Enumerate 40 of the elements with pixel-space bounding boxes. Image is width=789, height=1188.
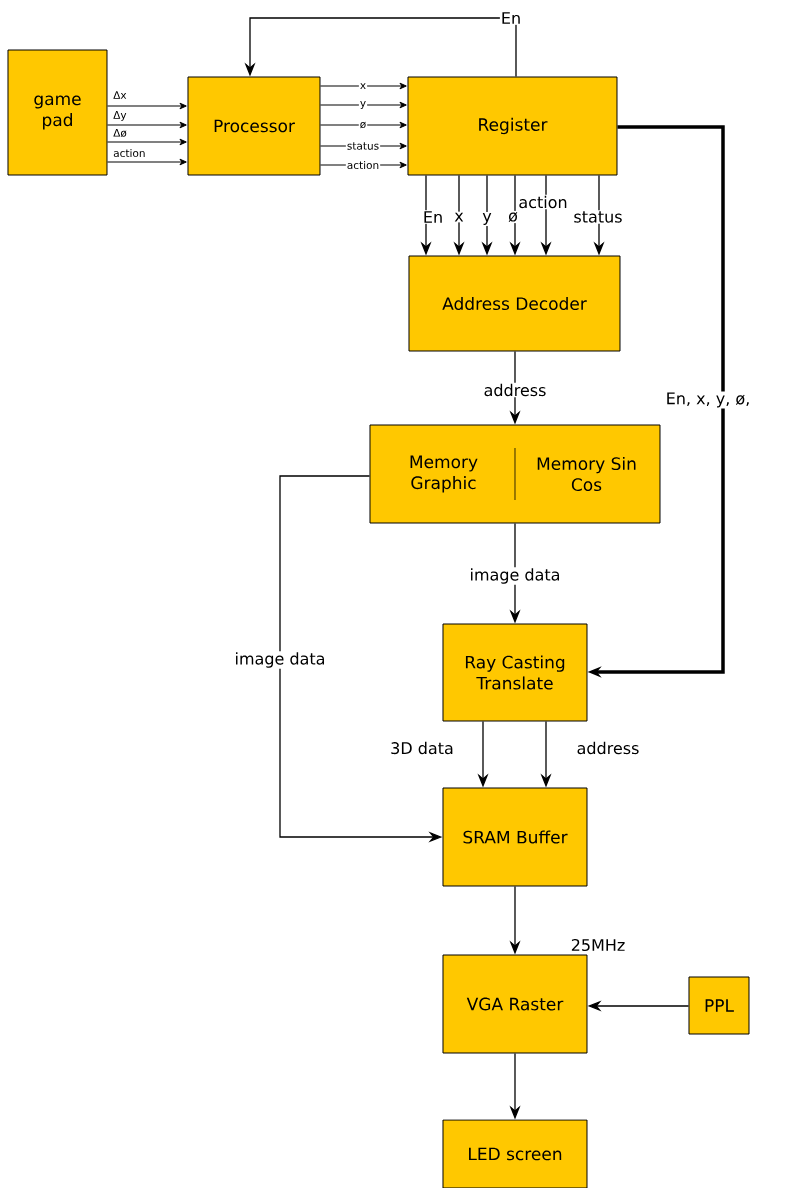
arrow — [107, 138, 187, 146]
edge-label: action — [345, 159, 381, 171]
process-box: LED screen — [442, 1119, 588, 1188]
edge-label: address — [482, 382, 548, 398]
arrow — [107, 102, 187, 110]
edge-label: En, x, y, ø, — [664, 391, 752, 409]
arrow — [320, 121, 407, 129]
arrow — [107, 158, 187, 166]
edge-label: x — [453, 211, 465, 223]
edge-label: Δy — [112, 110, 128, 122]
edge-label: y — [481, 211, 493, 227]
process-box: Memory Graphic Memory Sin Cos — [369, 424, 661, 524]
edge-label: Δx — [112, 90, 128, 100]
process-box: SRAM Buffer — [442, 787, 588, 887]
frequency-label: 25MHz — [571, 938, 625, 952]
edge-label: En — [421, 210, 445, 224]
edge-label: 3D data — [389, 740, 455, 756]
process-box: Register — [407, 76, 618, 176]
edge-label: ø — [507, 210, 519, 224]
process-box: Processor — [187, 76, 321, 176]
process-box: PPL — [688, 976, 750, 1035]
edge-label: status — [345, 141, 381, 151]
edge-label: image data — [233, 651, 327, 669]
edge-label: En — [499, 11, 523, 25]
edge-label: image data — [468, 567, 562, 585]
edge-label: status — [572, 210, 624, 224]
edge-label: x — [358, 82, 368, 90]
process-box: game pad — [7, 49, 108, 176]
process-box: Ray Casting Translate — [442, 623, 588, 722]
edge-label: action — [112, 147, 147, 159]
edge-label: action — [517, 194, 569, 210]
edge-label: ø — [358, 120, 368, 130]
arrow — [320, 101, 407, 109]
process-box: VGA Raster — [442, 954, 588, 1054]
arrow — [107, 121, 187, 129]
arrow — [320, 82, 407, 90]
edge-label: y — [358, 100, 368, 110]
edge-label: address — [575, 740, 641, 756]
process-box: Address Decoder — [408, 255, 621, 352]
edge-label: Δø — [112, 127, 128, 139]
